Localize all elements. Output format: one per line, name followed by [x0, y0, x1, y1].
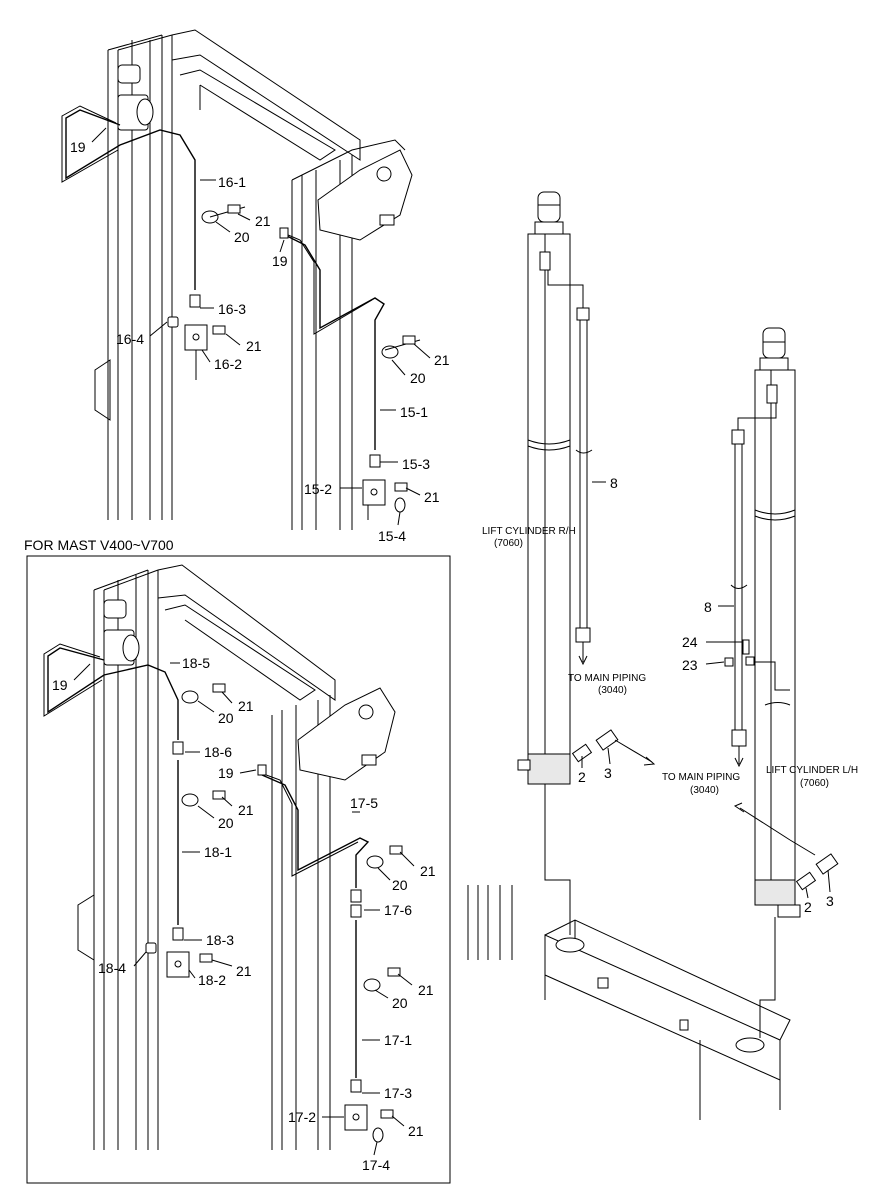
callout-15-1: 15-1: [400, 404, 428, 420]
callout-16-3: 16-3: [218, 301, 246, 317]
inset-title: FOR MAST V400~V700: [24, 537, 174, 553]
callout-16-4: 16-4: [116, 331, 144, 347]
callout-20: 20: [234, 229, 250, 245]
callout-21: 21: [255, 213, 271, 229]
callout-21: 21: [418, 982, 434, 998]
inset-right-mast-rail: [271, 687, 396, 1150]
clamp-20-top-right: [381, 335, 421, 359]
callout-20: 20: [218, 815, 234, 831]
callout-21: 21: [434, 352, 450, 368]
to-main-piping-1-label: TO MAIN PIPING: [568, 673, 646, 684]
bottom-frame: [467, 885, 791, 1120]
callout-15-2: 15-2: [304, 481, 332, 497]
top-swivel-fitting: [117, 64, 154, 131]
callout-19: 19: [70, 139, 86, 155]
fittings-lh: [733, 802, 839, 891]
hose-17-5: [257, 764, 370, 888]
callout-17-3: 17-3: [384, 1085, 412, 1101]
lift-cylinder-lh: [754, 327, 801, 918]
callout-2: 2: [578, 769, 586, 785]
inset-carriage-fragment: [77, 894, 95, 961]
callout-20: 20: [392, 877, 408, 893]
callout-16-2: 16-2: [214, 356, 242, 372]
inset-crossbar: [157, 564, 336, 701]
hose-17-1: [344, 889, 394, 1143]
valve-block-16-2: [167, 294, 208, 380]
callout-18-4: 18-4: [98, 960, 126, 976]
callout-21: 21: [424, 489, 440, 505]
callout-21: 21: [238, 802, 254, 818]
drain-lines: [544, 784, 776, 1038]
callout-17-4: 17-4: [362, 1157, 390, 1173]
lift-cylinder-lh-label: LIFT CYLINDER L/H: [766, 765, 858, 776]
callout-18-1: 18-1: [204, 844, 232, 860]
hose-18-1: [145, 741, 190, 978]
inset-swivel-fitting: [103, 599, 140, 666]
clamp-20-top-left: [201, 204, 246, 335]
callout-19: 19: [218, 765, 234, 781]
callout-21: 21: [408, 1123, 424, 1139]
top-crossbar: [171, 29, 361, 161]
lift-cylinders-assembly: LIFT CYLINDER R/H (7060) TO MAIN PIPING …: [467, 191, 858, 1120]
callout-8: 8: [704, 599, 712, 615]
callout-18-5: 18-5: [182, 655, 210, 671]
callout-15-4: 15-4: [378, 528, 406, 544]
callout-20: 20: [410, 370, 426, 386]
callout-18-6: 18-6: [204, 744, 232, 760]
callout-8: 8: [610, 475, 618, 491]
top-right-mast-rail: [291, 139, 413, 530]
lift-cylinder-rh-code: (7060): [494, 538, 523, 549]
callout-3: 3: [826, 893, 834, 909]
callout-21: 21: [246, 338, 262, 354]
callout-23: 23: [682, 657, 698, 673]
callout-19: 19: [52, 677, 68, 693]
pipe-8-lh: [730, 403, 777, 768]
hose-18-5: [43, 643, 179, 740]
callout-20: 20: [218, 710, 234, 726]
top-mast-assembly: 19 16-1 21 20 19 16-3 16-4 21 16-2 21 20…: [61, 29, 450, 544]
callout-3: 3: [604, 765, 612, 781]
lift-cylinder-lh-code: (7060): [800, 778, 829, 789]
pipe-8-rh: [547, 270, 593, 666]
right-leader-lines: [581, 481, 831, 899]
hose-16-1: [61, 105, 196, 290]
inset-clamps-right: [363, 845, 403, 992]
callout-20: 20: [392, 995, 408, 1011]
callout-16-1: 16-1: [218, 174, 246, 190]
inset-frame: [26, 555, 451, 1184]
callout-24: 24: [682, 634, 698, 650]
inset-left-mast-rail: [93, 569, 159, 1150]
callout-17-1: 17-1: [384, 1032, 412, 1048]
lift-cylinder-rh-label: LIFT CYLINDER R/H: [482, 526, 576, 537]
to-main-piping-2-label: TO MAIN PIPING: [662, 772, 740, 783]
inset-clamps-left: [181, 683, 226, 963]
callout-21: 21: [236, 963, 252, 979]
inset-leader-lines: [73, 662, 415, 1156]
to-main-piping-2-code: (3040): [690, 785, 719, 796]
hose-15-1: [279, 227, 385, 450]
lift-cylinder-rh: [517, 191, 571, 785]
valve-block-15-2: [362, 454, 408, 520]
callout-2: 2: [804, 899, 812, 915]
to-main-piping-1-code: (3040): [598, 685, 627, 696]
callout-18-2: 18-2: [198, 972, 226, 988]
carriage-fragment: [94, 359, 111, 421]
callout-17-2: 17-2: [288, 1109, 316, 1125]
top-leader-lines: [91, 127, 431, 526]
callout-21: 21: [420, 863, 436, 879]
callout-19: 19: [272, 253, 288, 269]
callout-17-6: 17-6: [384, 902, 412, 918]
callout-21: 21: [238, 698, 254, 714]
inset-mast-v400-v700: FOR MAST V400~V700: [24, 537, 451, 1184]
fittings-rh: [571, 729, 656, 766]
callout-17-5: 17-5: [350, 795, 378, 811]
callout-18-3: 18-3: [206, 932, 234, 948]
clamps-23-24: [724, 639, 791, 706]
callout-15-3: 15-3: [402, 456, 430, 472]
